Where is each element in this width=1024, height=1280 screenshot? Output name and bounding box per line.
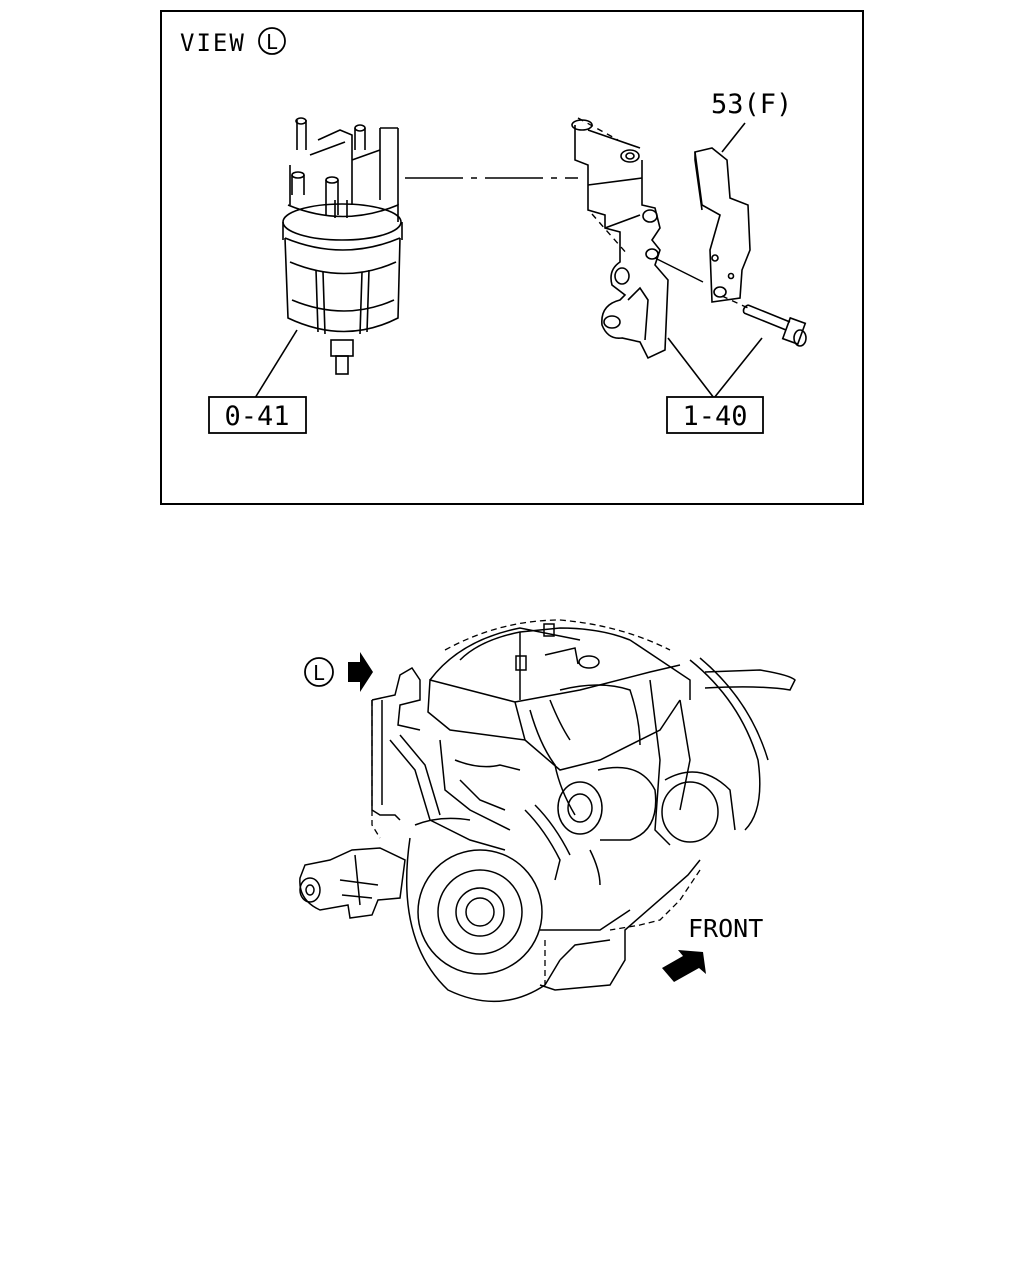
engine-drawing <box>299 623 796 1003</box>
engine-view-marker-circle <box>304 657 334 687</box>
bracket-ref-box <box>666 396 764 434</box>
mounting-bracket-drawing <box>571 119 669 360</box>
bracket-plate-drawing <box>694 147 751 303</box>
bracket-hidden-line <box>577 117 619 141</box>
bracket-ref-label: 1-40 <box>682 401 747 432</box>
front-label: FRONT <box>688 914 763 943</box>
view-panel-frame <box>160 10 864 505</box>
fuel-filter-drawing <box>282 117 403 375</box>
bracket-leader-line-a <box>667 337 715 399</box>
bolt-hidden-line <box>721 295 749 309</box>
engine-view-marker-letter: L <box>313 661 325 685</box>
engine-hidden-lines <box>371 619 701 985</box>
view-direction-arrow-icon <box>348 652 373 692</box>
bracket-hidden-line-2 <box>591 213 629 256</box>
bracket-leader-line-b <box>713 337 763 399</box>
plate-callout: 53(F) <box>711 89 792 120</box>
filter-ref-label: 0-41 <box>224 401 289 432</box>
filter-leader-line <box>254 329 298 399</box>
view-letter-circle <box>258 27 286 55</box>
front-direction-arrow-icon <box>662 950 706 982</box>
plate-hidden-line <box>654 257 704 283</box>
bolt-drawing <box>742 304 807 347</box>
view-letter: L <box>266 30 278 54</box>
filter-ref-box <box>208 396 307 434</box>
plate-leader-line <box>721 122 746 153</box>
view-title-word: VIEW <box>180 29 246 57</box>
